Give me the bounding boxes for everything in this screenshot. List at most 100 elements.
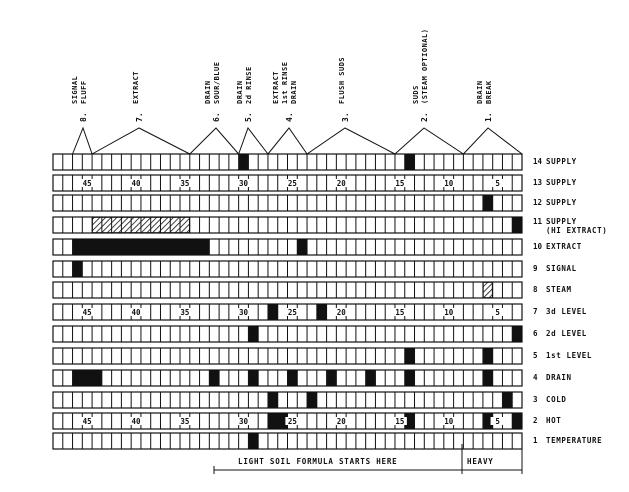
step-number: 1. (484, 112, 493, 122)
filled-segment (307, 392, 317, 408)
filled-segment (248, 326, 258, 342)
filled-segment (512, 413, 522, 429)
minute-gap (285, 417, 300, 425)
step-number: 3. (341, 112, 350, 122)
formula-notes: LIGHT SOIL FORMULA STARTS HERE HEAVY (213, 444, 523, 474)
row-label: HOT (546, 416, 561, 425)
minute-mark: 10 (444, 417, 454, 426)
light-soil-note: LIGHT SOIL FORMULA STARTS HERE (238, 457, 397, 466)
minute-mark: 30 (239, 179, 249, 188)
filled-segment (248, 433, 258, 449)
row-label: SUPPLY (546, 217, 577, 226)
row-label: TEMPERATURE (546, 436, 602, 445)
minute-mark: 45 (83, 417, 92, 426)
minute-mark: 40 (132, 179, 142, 188)
row-label: SUPPLY (546, 157, 577, 166)
filled-segment (512, 217, 522, 233)
row-number: 11 (533, 217, 543, 226)
row-label: STEAM (546, 285, 572, 294)
row-label: 3d LEVEL (546, 307, 587, 316)
minute-gap (285, 308, 300, 316)
timer-row (52, 391, 523, 409)
minute-mark: 5 (495, 179, 500, 188)
minute-gap (236, 417, 251, 425)
filled-segment (209, 370, 219, 386)
filled-segment (268, 413, 288, 429)
step-bracket (463, 127, 523, 155)
minute-mark: 30 (239, 417, 249, 426)
row-number: 7 (533, 307, 538, 316)
minute-gap (334, 417, 349, 425)
step-bracket (238, 126, 269, 155)
row-label: SUPPLY (546, 198, 577, 207)
step-label: 2d RINSE (245, 66, 253, 104)
minute-gap (441, 417, 456, 425)
step-label: SIGNAL (71, 76, 79, 104)
minute-gap (177, 179, 192, 187)
row-number: 3 (533, 395, 538, 404)
row-number: 12 (533, 198, 542, 207)
row-number: 8 (533, 285, 538, 294)
minute-mark: 35 (180, 179, 189, 188)
minute-mark: 5 (495, 417, 500, 426)
hatched-segment (92, 217, 190, 233)
timer-row (52, 260, 523, 278)
filled-segment (483, 195, 493, 211)
step-bracket (267, 127, 308, 155)
row-label: 1st LEVEL (546, 351, 592, 360)
filled-segment (297, 239, 307, 255)
step-number: 4. (285, 112, 294, 122)
minute-mark: 20 (337, 308, 347, 317)
row-label: (HI EXTRACT) (546, 226, 607, 235)
row-number: 13 (533, 178, 543, 187)
minute-mark: 35 (180, 417, 189, 426)
minute-gap (236, 179, 251, 187)
minute-mark: 5 (495, 308, 500, 317)
minute-mark: 45 (83, 308, 92, 317)
step-label: EXTRACT (132, 71, 140, 104)
filled-segment (483, 348, 493, 364)
filled-segment (287, 370, 298, 386)
minute-gap (129, 179, 144, 187)
filled-segment (404, 154, 415, 170)
filled-segment (326, 370, 337, 386)
filled-segment (502, 392, 513, 408)
minute-mark: 40 (132, 417, 142, 426)
row-number: 5 (533, 351, 538, 360)
step-number: 7. (135, 112, 144, 122)
row-number: 6 (533, 329, 538, 338)
timer-row (52, 369, 523, 387)
timer-row (52, 194, 523, 212)
minute-gap (334, 308, 349, 316)
minute-gap (490, 417, 505, 425)
minute-mark: 25 (288, 179, 297, 188)
minute-gap (80, 308, 95, 316)
step-label: FLUFF (80, 80, 88, 104)
timer-row (52, 325, 523, 343)
row-label: SIGNAL (546, 264, 577, 273)
minute-gap (392, 179, 407, 187)
filled-segment (483, 370, 493, 386)
timer-row (52, 216, 523, 234)
step-label: DRAIN (476, 80, 484, 104)
step-label: DRAIN (290, 80, 298, 104)
row-label-group: 12 SUPPLY (533, 198, 577, 207)
minute-mark: 20 (337, 417, 347, 426)
filled-segment (317, 304, 327, 320)
step-label-group: 7. EXTRACT (91, 71, 191, 155)
